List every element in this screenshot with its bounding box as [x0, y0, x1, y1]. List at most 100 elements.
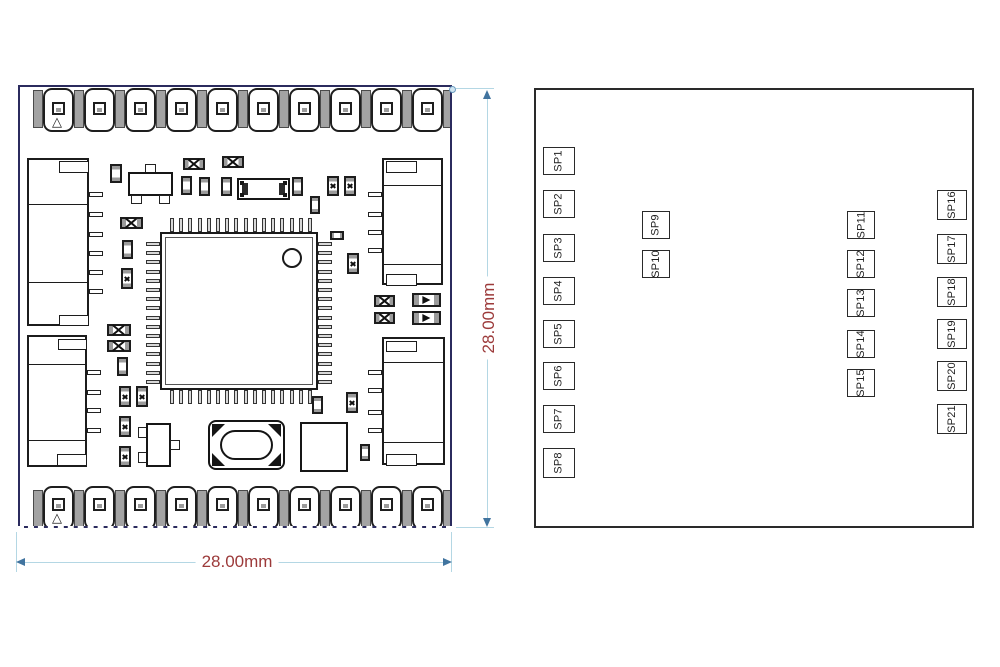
qfp-pin: [318, 288, 332, 292]
crystal-corner-pad: [268, 453, 281, 466]
sot23-lead: [131, 195, 142, 204]
solder-pad-sp9: SP9: [642, 211, 670, 239]
connector-top-left-pin: [89, 192, 103, 197]
capacitor: [330, 231, 344, 240]
qfp-pin: [298, 218, 303, 232]
qfp-pin: [179, 390, 184, 404]
bottom-pad-row-gap: [443, 490, 450, 526]
resistor: [136, 386, 148, 407]
qfp-pin: [170, 390, 174, 404]
qfp-pin: [146, 324, 160, 329]
crystal-corner-pad: [212, 453, 225, 466]
solder-pad-sp17: SP17: [937, 234, 967, 264]
qfp-pin: [146, 380, 160, 384]
resistor: [346, 392, 358, 413]
solder-pad-sp19: SP19: [937, 319, 967, 349]
qfp-pin: [206, 390, 211, 404]
connector-top-right-pin: [368, 192, 382, 197]
capacitor: [310, 196, 320, 214]
qfp-pin: [216, 390, 220, 404]
connector-top-left-divider: [29, 204, 87, 205]
solder-pad-label: SP21: [946, 405, 958, 433]
top-pad-row-gap: [238, 90, 248, 128]
qfp-pin: [318, 306, 332, 311]
qfp-pin: [243, 218, 248, 232]
qfp-pin: [318, 324, 332, 329]
castellated-pad: [289, 88, 320, 132]
castellated-pad-hole: [216, 102, 229, 115]
qfp-pin: [146, 251, 160, 256]
qfp-pin: [146, 334, 160, 338]
solder-pad-sp10: SP10: [642, 250, 670, 278]
connector-bottom-right-notch: [386, 454, 417, 466]
qfp-pin: [170, 218, 174, 232]
solder-pad-sp7: SP7: [543, 405, 575, 433]
resistor: [374, 312, 395, 324]
solder-pad-label: SP17: [946, 235, 958, 263]
module-top-view-board: △△: [18, 85, 452, 528]
qfp-pin: [280, 390, 285, 404]
connector-bottom-right: [382, 337, 445, 466]
castellated-pad-hole: [52, 498, 65, 511]
qfp-pin: [216, 218, 220, 232]
qfp-pin: [146, 269, 160, 274]
pin1-triangle-marker: △: [52, 510, 62, 525]
connector-bottom-left-pin: [87, 390, 101, 395]
led-component: [412, 293, 441, 307]
solder-pad-label: SP8: [553, 452, 565, 474]
connector-bottom-right-pin: [368, 428, 382, 433]
dim-arrow-left: [16, 558, 25, 566]
qfp-pin: [234, 390, 239, 404]
qfp-pin: [146, 297, 160, 302]
dim-extension-line: [456, 527, 494, 528]
connector-bottom-right-pin: [368, 410, 382, 415]
castellated-pad-hole: [380, 102, 393, 115]
qfp-pin: [308, 218, 312, 232]
top-pad-row-gap: [197, 90, 207, 128]
height-dimension-label: 28.00mm: [479, 276, 499, 360]
castellated-pad-hole: [216, 498, 229, 511]
square-ic: [300, 422, 348, 472]
dim-arrow-up: [483, 90, 491, 99]
bottom-pad-row-gap: [402, 490, 412, 526]
pin1-triangle-marker: △: [52, 114, 62, 129]
qfp-pin: [243, 390, 248, 404]
top-pad-row-gap: [156, 90, 166, 128]
qfp-pin: [318, 260, 332, 265]
solder-pad-sp12: SP12: [847, 250, 875, 278]
solder-pad-label: SP3: [553, 237, 565, 259]
solder-pad-sp16: SP16: [937, 190, 967, 220]
castellated-pad-hole: [298, 102, 311, 115]
sot23-transistor-top: [128, 172, 173, 196]
connector-bottom-left-pin: [87, 370, 101, 375]
resistor: [119, 386, 131, 407]
castellated-pad-hole: [339, 498, 352, 511]
connector-bottom-right-divider: [384, 442, 443, 443]
resistor: [222, 156, 244, 168]
capacitor: [312, 396, 323, 414]
crystal-corner-pad: [212, 424, 225, 437]
solder-pad-sp8: SP8: [543, 448, 575, 478]
resistor: [327, 176, 339, 196]
connector-bottom-right-pin: [368, 388, 382, 393]
top-pad-row-gap: [402, 90, 412, 128]
qfp-pin: [289, 218, 294, 232]
qfp-pin: [188, 218, 193, 232]
resistor: [344, 176, 356, 196]
dim-corner-marker: [449, 86, 456, 93]
qfp-pin: [298, 390, 303, 404]
qfp-pin: [318, 251, 332, 256]
bottom-pad-row-gap: [74, 490, 84, 526]
solder-pad-label: SP9: [650, 214, 662, 236]
castellated-pad-hole: [298, 498, 311, 511]
connector-bottom-left-pin: [87, 408, 101, 413]
qfp-pin: [146, 278, 160, 283]
crystal-oscillator: [208, 420, 285, 470]
qfp-pin: [318, 343, 332, 348]
crystal-corner-pad: [268, 424, 281, 437]
qfp-pin: [188, 390, 193, 404]
castellated-pad-hole: [257, 102, 270, 115]
solder-pad-sp6: SP6: [543, 362, 575, 390]
qfp-pin: [318, 269, 332, 274]
connector-bottom-left-notch: [57, 454, 87, 466]
